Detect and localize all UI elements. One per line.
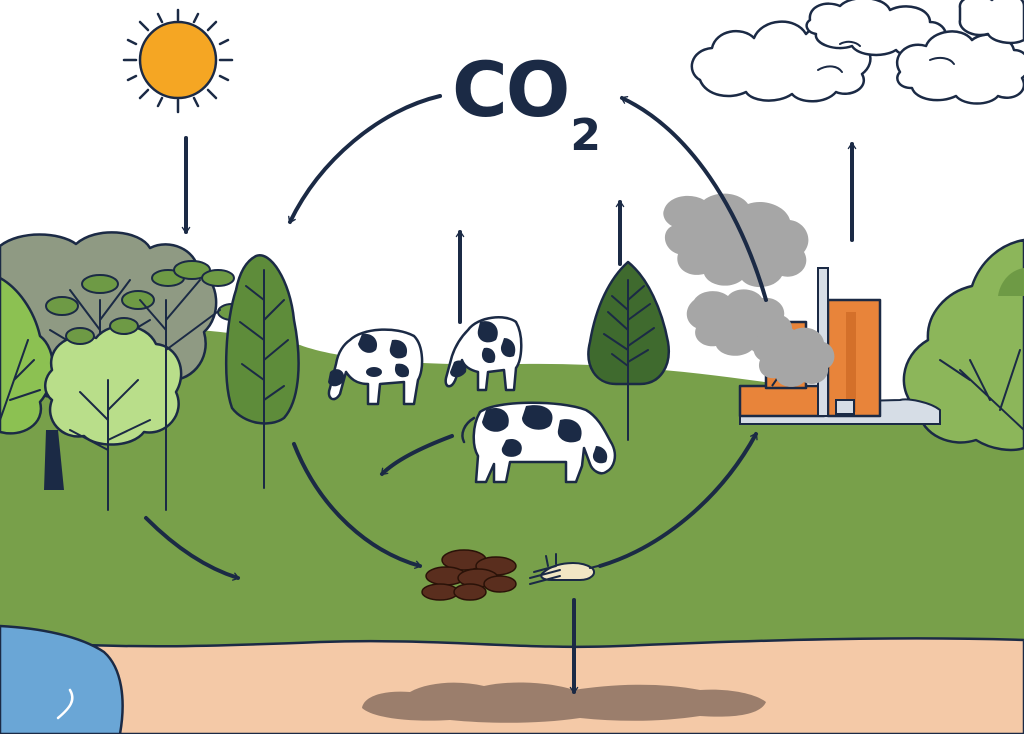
cow-icon: [327, 316, 617, 484]
dead-bird-icon: [529, 553, 599, 585]
dung-icon: [421, 549, 517, 601]
fossil-fuel-deposit: [362, 682, 766, 723]
arrow-bird-to-factory: [598, 432, 758, 568]
water-ripple: [56, 688, 74, 720]
sun-icon: [122, 8, 234, 114]
cloud-detail: [817, 40, 955, 73]
arrow-factory-to-co2: [620, 95, 768, 302]
water-body: [0, 624, 124, 734]
grass-field: [0, 325, 1024, 734]
arrow-trees-to-ground: [144, 516, 240, 581]
arrow-trees-to-dung: [292, 442, 422, 569]
arrow-cow-to-ground: [380, 434, 454, 476]
co2-label-subscript: 2: [570, 110, 601, 161]
co2-label: CO2: [452, 52, 601, 158]
co2-label-main: CO: [452, 45, 570, 134]
smoke-icon: [663, 193, 835, 387]
tree-icon: [902, 238, 1024, 452]
tree-icon: [587, 260, 671, 441]
cloud-icon: [690, 0, 1024, 105]
arrow-co2-to-trees: [288, 94, 442, 224]
cycle-arrows: [144, 94, 857, 694]
tree-icon: [0, 231, 300, 511]
